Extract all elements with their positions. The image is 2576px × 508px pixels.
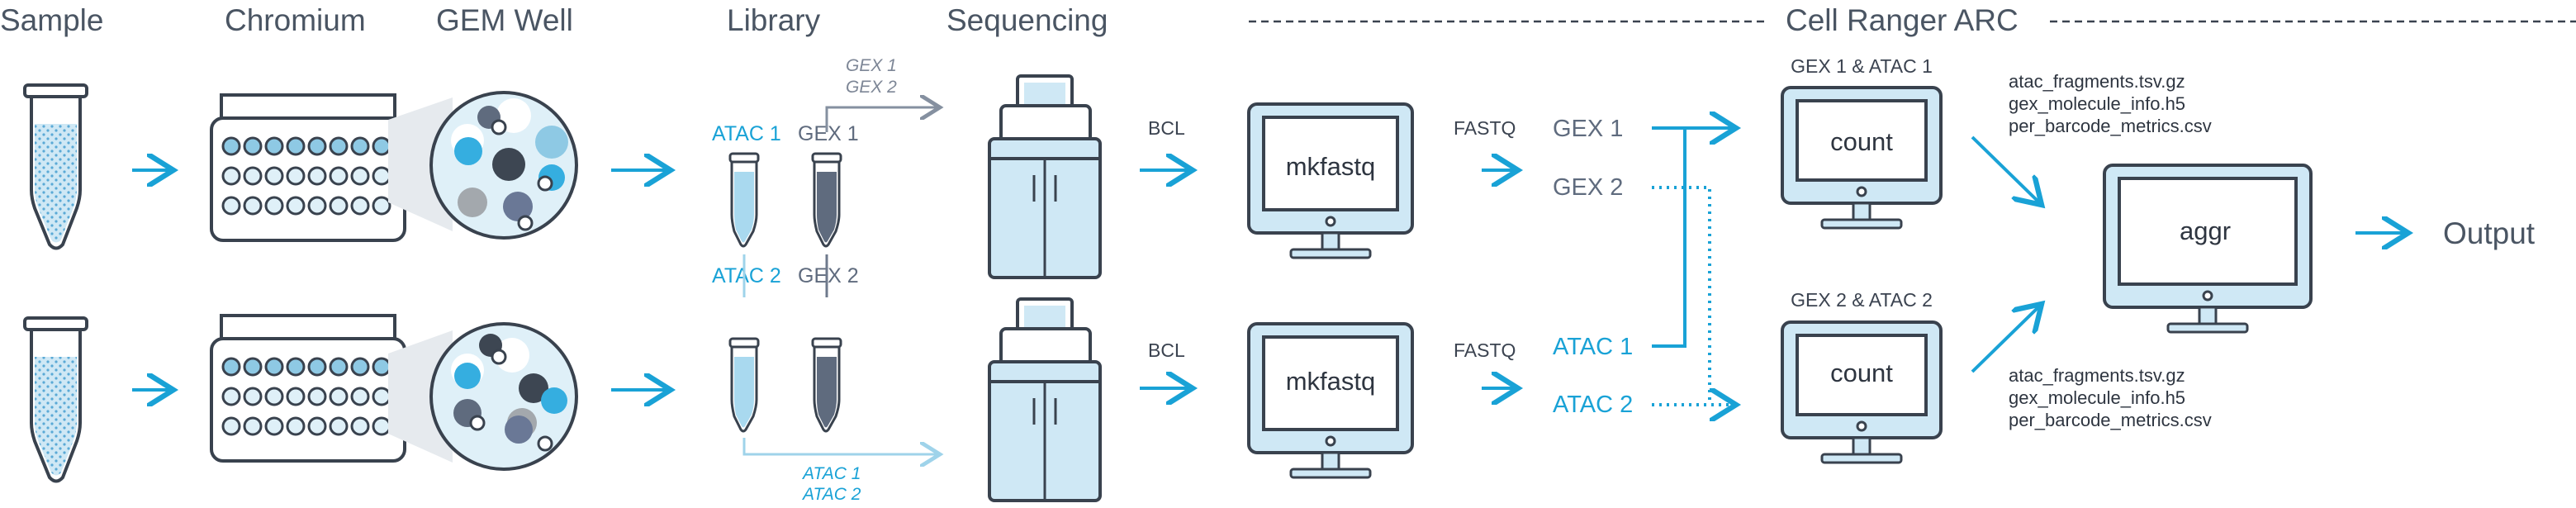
route-gex2-label: GEX 2 xyxy=(846,78,897,97)
aggr-label: aggr xyxy=(2180,216,2231,245)
header-sample: Sample xyxy=(0,3,103,37)
count-top-file-1: atac_fragments.tsv.gz xyxy=(2009,71,2185,92)
library-atac2-label: ATAC 2 xyxy=(712,264,781,287)
count-bottom-file-1: atac_fragments.tsv.gz xyxy=(2009,365,2185,386)
count-top-label: count xyxy=(1830,127,1893,156)
count-top-file-2: gex_molecule_info.h5 xyxy=(2009,93,2185,114)
library-tube-atac1-icon xyxy=(728,152,760,248)
count-bottom-file-3: per_barcode_metrics.csv xyxy=(2009,410,2212,430)
arrow-pooled-gex-route xyxy=(825,107,940,132)
library-gex1-label: GEX 1 xyxy=(798,122,859,145)
mkfastq-top-label: mkfastq xyxy=(1286,152,1376,181)
count-top-monitor-icon xyxy=(1781,86,1943,230)
sequencer-top-icon xyxy=(988,74,1102,279)
stream-atac2-label: ATAC 2 xyxy=(1553,392,1633,418)
count-bottom-monitor-icon xyxy=(1781,320,1943,464)
stream-atac1-label: ATAC 1 xyxy=(1553,334,1633,360)
mkfastq-bottom-label: mkfastq xyxy=(1286,367,1376,396)
output-label: Output xyxy=(2443,216,2536,250)
count-bottom-title: GEX 2 & ATAC 2 xyxy=(1791,289,1933,311)
count-bottom-file-2: gex_molecule_info.h5 xyxy=(2009,387,2185,408)
route-atac1-label: ATAC 1 xyxy=(801,464,861,483)
header-library: Library xyxy=(727,3,821,37)
fastq-top-label: FASTQ xyxy=(1454,117,1516,139)
stream-gex1-label: GEX 1 xyxy=(1553,116,1623,142)
aggr-monitor-icon xyxy=(2103,164,2313,334)
count-top-file-3: per_barcode_metrics.csv xyxy=(2009,116,2212,136)
chromium-chip-top-icon xyxy=(210,93,406,242)
route-atac2-label: ATAC 2 xyxy=(801,485,861,504)
bcl-bottom-label: BCL xyxy=(1148,339,1185,361)
library-gex2-label: GEX 2 xyxy=(798,264,859,287)
header-chromium: Chromium xyxy=(225,3,366,37)
sequencer-bottom-icon xyxy=(988,297,1102,502)
gem-well-bottom-icon xyxy=(388,322,578,471)
stream-gex2-label: GEX 2 xyxy=(1553,174,1623,201)
route-gex1-label: GEX 1 xyxy=(846,56,897,75)
header-cellranger-arc: Cell Ranger ARC xyxy=(1786,3,2019,37)
mkfastq-top-monitor-icon xyxy=(1247,102,1414,259)
library-tube-gex1-icon xyxy=(811,152,842,248)
count-top-title: GEX 1 & ATAC 1 xyxy=(1791,55,1933,77)
arrow-gex2-to-count-bottom xyxy=(1652,186,1711,405)
fastq-bottom-label: FASTQ xyxy=(1454,339,1516,361)
bcl-top-label: BCL xyxy=(1148,117,1185,139)
arrow-count-top-to-aggr xyxy=(1971,135,2042,205)
sample-tube-top-icon xyxy=(23,83,88,250)
chromium-chip-bottom-icon xyxy=(210,314,406,463)
library-tube-atac2-icon xyxy=(728,337,760,433)
gem-well-top-icon xyxy=(388,91,578,240)
library-tube-gex2-icon xyxy=(811,337,842,433)
mkfastq-bottom-monitor-icon xyxy=(1247,322,1414,479)
header-sequencing: Sequencing xyxy=(946,3,1108,37)
arrow-atac1-to-count-top xyxy=(1652,128,1686,348)
library-atac1-label: ATAC 1 xyxy=(712,122,781,145)
arrow-count-bottom-to-aggr xyxy=(1971,304,2042,373)
arrow-pooled-atac-route xyxy=(742,438,940,454)
sample-tube-bottom-icon xyxy=(23,316,88,483)
header-gem-well: GEM Well xyxy=(436,3,573,37)
count-bottom-label: count xyxy=(1830,358,1893,387)
